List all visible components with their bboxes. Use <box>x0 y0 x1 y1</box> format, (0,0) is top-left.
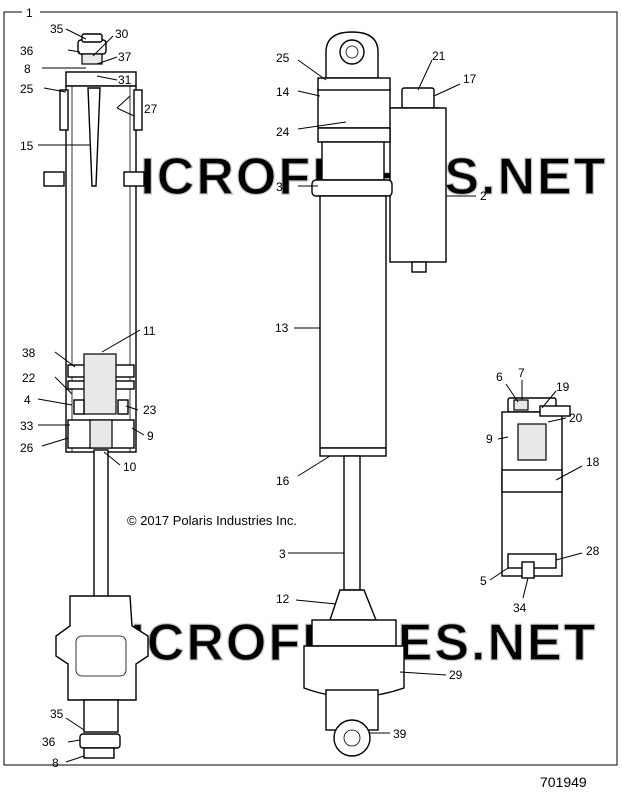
callout-39: 39 <box>393 727 407 741</box>
center-callouts: 25 14 24 32 13 16 3 12 29 39 21 17 2 <box>275 49 487 741</box>
right-callouts: 6 7 19 20 9 18 28 5 34 <box>480 366 600 615</box>
callout-31: 31 <box>118 73 132 87</box>
center-shock-external <box>303 31 447 757</box>
callout-15: 15 <box>20 139 34 153</box>
callout-16: 16 <box>276 474 290 488</box>
callout-24: 24 <box>276 125 290 139</box>
callout-4: 4 <box>24 393 31 407</box>
callout-25-left: 25 <box>20 82 34 96</box>
diagram-id: 701949 <box>540 774 587 790</box>
left-shock-cutaway <box>43 33 149 759</box>
callout-36-bottom: 36 <box>42 735 56 749</box>
callout-27: 27 <box>144 102 158 116</box>
callout-2: 2 <box>480 189 487 203</box>
callout-8-bottom: 8 <box>52 756 59 770</box>
callout-36-top: 36 <box>20 44 34 58</box>
callout-9-left: 9 <box>147 429 154 443</box>
callout-33: 33 <box>20 419 34 433</box>
reservoir-cutaway <box>501 397 571 579</box>
callout-6: 6 <box>496 370 503 384</box>
callout-5: 5 <box>480 574 487 588</box>
callout-13: 13 <box>275 321 289 335</box>
callout-7: 7 <box>518 366 525 380</box>
callout-26: 26 <box>20 441 34 455</box>
callout-29: 29 <box>449 668 463 682</box>
copyright-notice: © 2017 Polaris Industries Inc. <box>127 513 297 528</box>
callout-30: 30 <box>115 27 129 41</box>
left-leaders <box>37 28 145 763</box>
callout-28: 28 <box>586 544 600 558</box>
callout-21: 21 <box>432 49 446 63</box>
frame-border <box>3 11 618 766</box>
callout-35-top: 35 <box>50 22 64 36</box>
callout-34: 34 <box>513 601 527 615</box>
callout-10: 10 <box>123 460 137 474</box>
center-leaders <box>288 59 476 734</box>
callout-11: 11 <box>143 324 156 338</box>
callout-35-bottom: 35 <box>50 707 64 721</box>
callout-32: 32 <box>276 180 290 194</box>
callout-12: 12 <box>276 592 290 606</box>
frame-label: 1 <box>26 6 33 20</box>
callout-20: 20 <box>569 411 583 425</box>
callout-14: 14 <box>276 85 290 99</box>
callout-25-center: 25 <box>276 51 290 65</box>
callout-19: 19 <box>556 380 570 394</box>
callout-3: 3 <box>279 547 286 561</box>
callout-9-right: 9 <box>486 432 493 446</box>
callout-8-top: 8 <box>24 62 31 76</box>
callout-23: 23 <box>143 403 157 417</box>
right-leaders <box>489 380 583 599</box>
callout-37: 37 <box>118 50 132 64</box>
callout-38: 38 <box>22 346 36 360</box>
callout-22: 22 <box>22 371 36 385</box>
callout-17: 17 <box>463 72 477 86</box>
left-callouts: 35 36 8 25 30 37 31 27 15 38 22 4 33 26 … <box>20 22 158 770</box>
callout-18: 18 <box>586 455 600 469</box>
